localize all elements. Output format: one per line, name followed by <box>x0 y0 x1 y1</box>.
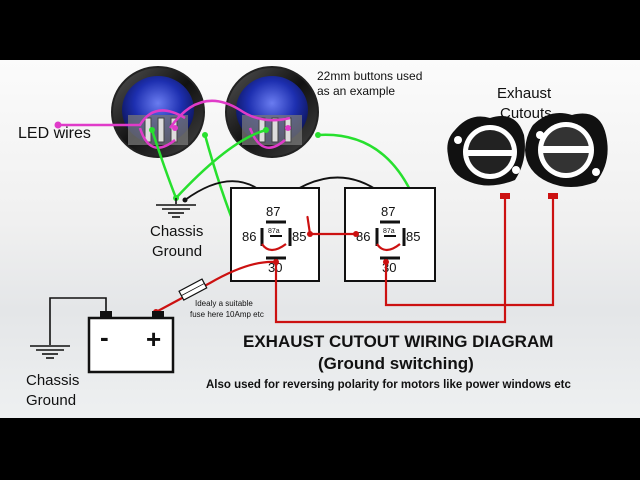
relay-1-pin-87a: 87a <box>268 228 280 235</box>
button-pin <box>271 117 279 143</box>
led-wires-label: LED wires <box>18 125 91 142</box>
diagram-title: EXHAUST CUTOUT WIRING DIAGRAM <box>243 332 553 351</box>
chassis-ground-bottom-line-2: Ground <box>26 392 76 409</box>
ground-wire-dot <box>202 132 208 138</box>
ground-wire-dot <box>149 127 155 133</box>
battery-positive-label: + <box>146 324 161 354</box>
positive-wire-dot <box>383 259 389 265</box>
relay-2-pin-85: 85 <box>406 229 420 244</box>
button-pin <box>157 117 165 143</box>
relay-2-pin-87a: 87a <box>383 228 395 235</box>
led-wire-dot <box>285 125 291 131</box>
signal-wire-dot <box>182 197 188 203</box>
buttons-note-line-1: 22mm buttons used <box>317 69 422 83</box>
battery-negative-label: - <box>100 322 109 352</box>
battery-ground-wire <box>49 297 107 345</box>
relay-1-pin-87: 87 <box>266 204 280 219</box>
positive-wire-dot <box>307 231 313 237</box>
fuse-note-line-2: fuse here 10Amp etc <box>190 310 264 319</box>
positive-wire-dot <box>353 231 359 237</box>
ground-symbol-icon <box>156 198 196 218</box>
relay-2-pin-87: 87 <box>381 204 395 219</box>
diagram-subtitle: (Ground switching) <box>318 354 474 373</box>
led-wire-dot <box>172 125 178 131</box>
chassis-ground-bottom-line-1: Chassis <box>26 372 79 389</box>
exhaust-valve-icon <box>447 116 525 186</box>
buttons-note-line-2: as an example <box>317 84 395 98</box>
fuse-note-line-1: Idealy a suitable <box>195 299 253 308</box>
ground-symbol-icon <box>30 345 70 359</box>
relay-2-pin-86: 86 <box>356 229 370 244</box>
led-wire-end <box>54 121 62 129</box>
relay-2: 87 86 87a 85 30 <box>344 187 436 282</box>
fuse-icon <box>178 278 208 301</box>
chassis-ground-top-line-2: Ground <box>152 243 202 260</box>
positive-wire-dot <box>273 259 279 265</box>
relay-icon <box>344 187 436 282</box>
exhaust-terminal <box>548 193 558 199</box>
led-wires <box>58 99 291 149</box>
exhaust-terminal <box>500 193 510 199</box>
chassis-ground-top-line-1: Chassis <box>150 223 203 240</box>
ground-wire-dot <box>263 127 269 133</box>
exhaust-label-line-1: Exhaust <box>497 85 552 102</box>
exhaust-label-line-2: Cutouts <box>500 105 552 122</box>
relay-1-pin-86: 86 <box>242 229 256 244</box>
positive-wires <box>155 198 555 324</box>
relay-1-pin-85: 85 <box>292 229 306 244</box>
exhaust-valve-icon <box>525 112 608 187</box>
diagram-caption: Also used for reversing polarity for mot… <box>206 379 571 391</box>
ground-wire-dot <box>315 132 321 138</box>
battery-icon: - + <box>87 311 175 374</box>
